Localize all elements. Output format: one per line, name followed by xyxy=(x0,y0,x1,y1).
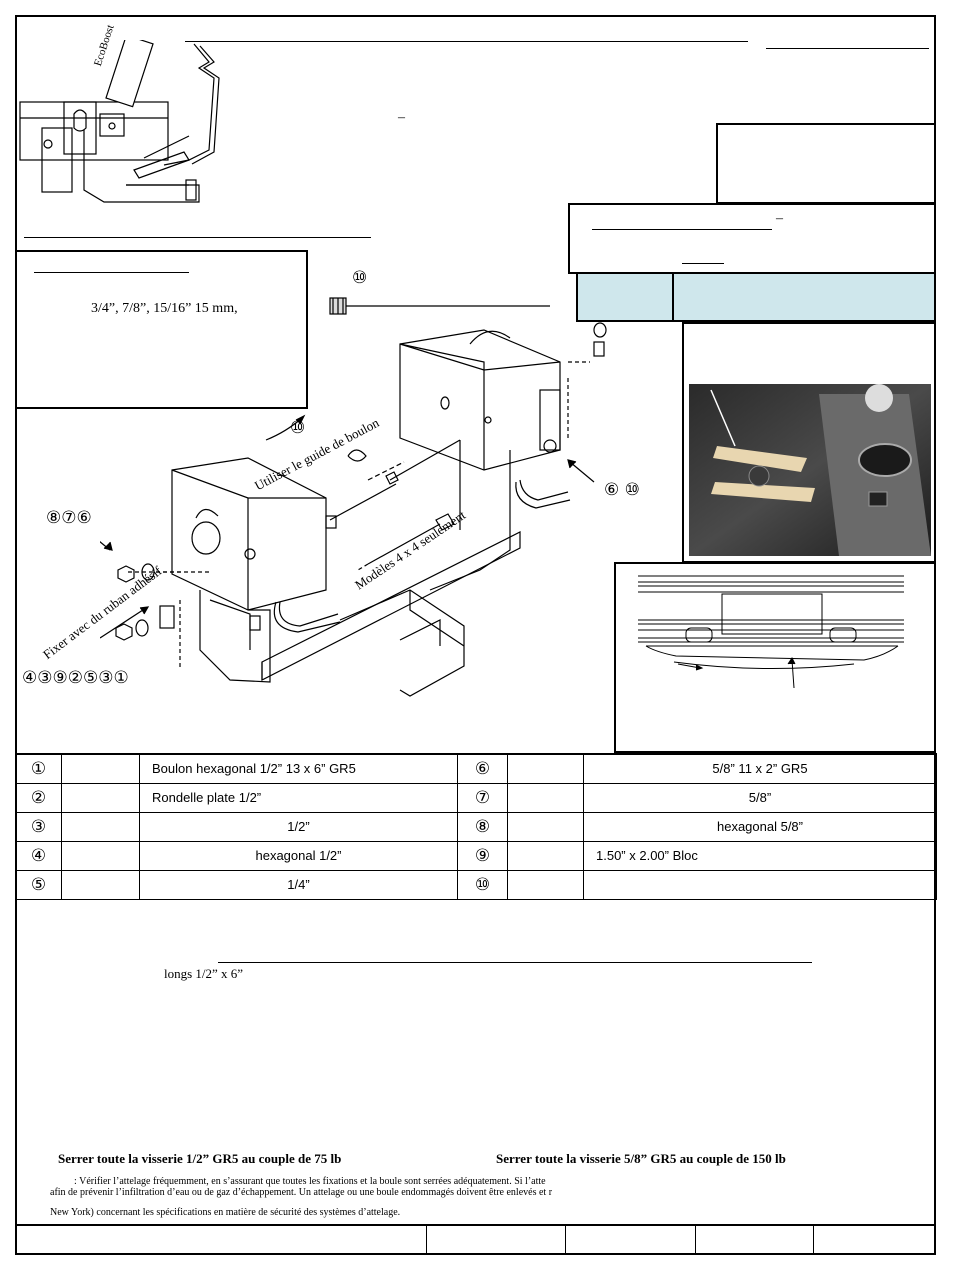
tool-sizes: 3/4”, 7/8”, 15/16” 15 mm, xyxy=(91,301,238,316)
warning-line-1: : Vérifier l’attelage fréquemment, en s’… xyxy=(74,1176,546,1187)
header-dash: – xyxy=(398,110,405,125)
torque-note-five-eighths: Serrer toute la visserie 5/8” GR5 au cou… xyxy=(496,1151,786,1166)
part-number-left: ② xyxy=(15,782,62,813)
part-qty-right xyxy=(507,869,584,900)
part-desc-right: 1.50” x 2.00” Bloc xyxy=(583,840,937,871)
footer-divider xyxy=(565,1226,566,1255)
callout-bottom: ④③⑨②⑤③① xyxy=(22,668,129,688)
info-box-rule-2 xyxy=(682,263,724,264)
frame-photo xyxy=(689,384,931,556)
part-number-left: ③ xyxy=(15,811,62,842)
part-qty-left xyxy=(61,782,140,813)
part-number-right: ⑩ xyxy=(457,869,508,900)
callout-guide: ⑩ xyxy=(290,418,306,438)
left-fasteners xyxy=(115,563,212,641)
part-number-right: ⑥ xyxy=(457,753,508,784)
part-desc-left: Rondelle plate 1/2” xyxy=(139,782,458,813)
part-desc-left: 1/4” xyxy=(139,869,458,900)
hitch-exploded-diagram xyxy=(100,297,607,697)
instructions-rule xyxy=(218,962,812,963)
part-number-right: ⑧ xyxy=(457,811,508,842)
bolt-guide-spring xyxy=(329,297,550,315)
part-desc-left: Boulon hexagonal 1/2” 13 x 6” GR5 xyxy=(139,753,458,784)
footer-divider xyxy=(426,1226,427,1255)
part-number-left: ④ xyxy=(15,840,62,871)
footer-row xyxy=(15,1224,936,1255)
part-desc-right xyxy=(583,869,937,900)
vehicle-frame-thumbnail xyxy=(19,40,220,203)
callout-876: ⑧⑦⑥ xyxy=(46,508,92,528)
title-rule xyxy=(185,41,748,42)
tools-box: 3/4”, 7/8”, 15/16” 15 mm, xyxy=(15,250,308,409)
title-rule-right xyxy=(766,48,929,49)
parts-row: ⑤ 1/4”⑩ xyxy=(15,869,937,900)
torque-note-half-inch: Serrer toute la visserie 1/2” GR5 au cou… xyxy=(58,1151,342,1166)
warning-line-3: New York) concernant les spécifications … xyxy=(50,1207,401,1218)
part-desc-right: hexagonal 5/8” xyxy=(583,811,937,842)
part-qty-right xyxy=(507,753,584,784)
shaded-header-cell-right xyxy=(672,272,936,322)
info-box-right: – xyxy=(568,203,936,274)
part-qty-left xyxy=(61,811,140,842)
part-number-right: ⑦ xyxy=(457,782,508,813)
parts-row: ② Rondelle plate 1/2”⑦ 5/8” xyxy=(15,782,937,813)
warning-line-2: afin de prévenir l’infiltration d’eau ou… xyxy=(50,1187,553,1198)
footer-divider xyxy=(813,1226,814,1255)
part-desc-left: 1/2” xyxy=(139,811,458,842)
info-box-top-right xyxy=(716,123,936,204)
part-qty-right xyxy=(507,782,584,813)
shaded-header-cell-left xyxy=(576,272,674,322)
part-number-left: ① xyxy=(15,753,62,784)
parts-row: ③ 1/2”⑧ hexagonal 5/8” xyxy=(15,811,937,842)
callout-top: ⑩ xyxy=(352,268,368,288)
detail-box xyxy=(614,562,936,753)
part-desc-left: hexagonal 1/2” xyxy=(139,840,458,871)
info-box-rule-1 xyxy=(592,229,772,230)
footer-divider xyxy=(695,1226,696,1255)
instruction-longs: longs 1/2” x 6” xyxy=(164,966,244,981)
part-qty-left xyxy=(61,753,140,784)
part-number-left: ⑤ xyxy=(15,869,62,900)
section-rule-left xyxy=(24,237,371,238)
callout-6-10: ⑥ ⑩ xyxy=(604,480,640,500)
part-number-right: ⑨ xyxy=(457,840,508,871)
photo-box xyxy=(682,322,936,563)
tools-box-rule xyxy=(34,272,189,273)
detail-drawing xyxy=(638,575,904,689)
part-desc-right: 5/8” 11 x 2” GR5 xyxy=(583,753,937,784)
part-qty-right xyxy=(507,840,584,871)
part-qty-left xyxy=(61,869,140,900)
part-qty-left xyxy=(61,840,140,871)
parts-row: ④ hexagonal 1/2”⑨ 1.50” x 2.00” Bloc xyxy=(15,840,937,871)
part-qty-right xyxy=(507,811,584,842)
part-desc-right: 5/8” xyxy=(583,782,937,813)
info-box-dash: – xyxy=(776,211,783,226)
